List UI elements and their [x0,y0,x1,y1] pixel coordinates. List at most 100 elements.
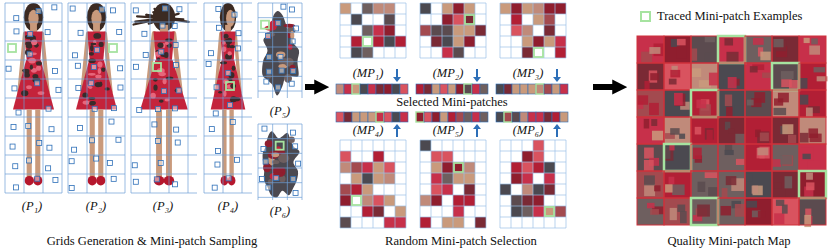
mini-patch-panel-shape [453,206,464,217]
null-shape [258,3,302,4]
selected-strip-shape [448,112,456,122]
mini-patch-panel-shape [431,36,442,47]
mini-patch-panel-shape [351,36,362,47]
quality-map-shape [752,186,762,196]
null-shape [204,41,252,42]
selected-strip-shape [376,112,384,122]
quality-map-shape [644,148,654,159]
selected-strip-shape [504,112,512,122]
null-shape [204,98,252,99]
quality-map-shape [721,206,731,215]
mini-patch-panel-shape [533,14,544,25]
null-shape [131,41,197,42]
mini-patch-panel-shape [500,184,566,185]
mini-patch-panel-shape [431,25,442,36]
quality-map-shape [772,63,799,90]
mini-patch-panel-shape [362,47,373,58]
panel-label: (MP₂) [433,66,464,81]
quality-map-shape [773,108,786,115]
person-view-shape [227,51,231,55]
person-view-shape [230,96,237,102]
person-view-shape [143,52,148,57]
mini-patch-panel-shape [566,3,567,58]
null-shape [258,168,302,169]
quality-map-shape [664,117,691,144]
person-view-shape [99,7,104,12]
person-view [131,3,197,193]
bottom-view-shape [259,177,264,182]
person-view-shape [214,85,219,90]
quality-map-shape [691,63,718,90]
person-view-shape [52,5,57,10]
mini-patch-panel-shape [340,36,406,37]
quality-map-shape [745,117,772,144]
mini-patch-panel-shape [500,162,566,163]
mini-patch-panel-shape [420,228,486,229]
person-view-shape [16,110,21,115]
person-view-shape [216,25,221,30]
mini-patch-panel-shape [464,3,475,14]
top-view-shape [290,7,295,12]
mini-patch-panel-shape [453,3,454,58]
null-shape [68,193,125,194]
person-grids [5,3,302,200]
person-view-shape [154,176,165,186]
mini-patch-panel-shape [340,25,406,26]
person-view-shape [14,29,19,34]
selected-strip-shape [496,112,504,122]
quality-map-shape [637,171,664,198]
person-view-shape [118,85,123,90]
top-view-shape [281,4,286,9]
top-view-shape [276,21,281,26]
mini-patch-panel-shape [442,14,453,25]
person-view-shape [175,140,180,145]
blue-arrow [473,124,481,137]
person-view-shape [230,119,235,124]
mini-patch-panel-shape [453,173,464,184]
bottom-view-shape [268,179,273,185]
mini-patch-panel-shape [500,3,511,14]
null-shape [258,3,259,98]
quality-map-shape [799,171,826,198]
mini-patch-panel-shape [442,47,453,58]
quality-map-shape [637,90,664,117]
selected-strip-shape [400,84,408,94]
person-view-shape [153,78,158,82]
null-shape [68,136,125,137]
row-label: Selected Mini-patches [396,95,507,110]
blue-arrow-shape [476,128,478,137]
person-view-shape [72,147,77,152]
mini-patch-panel-shape [544,3,555,14]
selected-strip-shape [552,84,560,94]
quality-map-shape [772,198,799,225]
person-view-shape [222,46,227,51]
quality-map-shape [799,171,826,198]
quality-map-shape [772,117,799,144]
quality-map-shape [772,159,781,167]
selected-strip-shape [424,112,432,122]
selected-strip-shape [416,84,424,94]
quality-map-shape [772,144,799,171]
null-shape [68,60,125,61]
person-view-shape [69,185,74,190]
quality-map-shape [691,117,718,144]
mini-patch-panel-shape [544,25,555,36]
person-view-shape [6,66,11,71]
mini-patch-panel-shape [464,25,475,36]
mini-patch-panel-shape [442,151,453,162]
person-view-shape [88,73,96,76]
mini-patch-panel-shape [500,195,566,196]
panel-label: (P₄) [218,199,238,214]
person-view-shape [132,163,137,168]
person-view-shape [89,101,95,106]
person-view-shape [111,8,116,13]
quality-map-shape [752,186,758,194]
top-view-shape [264,79,269,84]
selected-strip-shape [544,84,552,94]
top-view-shape [291,68,296,73]
quality-map-shape [725,150,734,155]
person-view-shape [118,66,123,71]
selected-strip-shape [344,112,352,122]
mini-patch-panel-shape [351,173,362,184]
